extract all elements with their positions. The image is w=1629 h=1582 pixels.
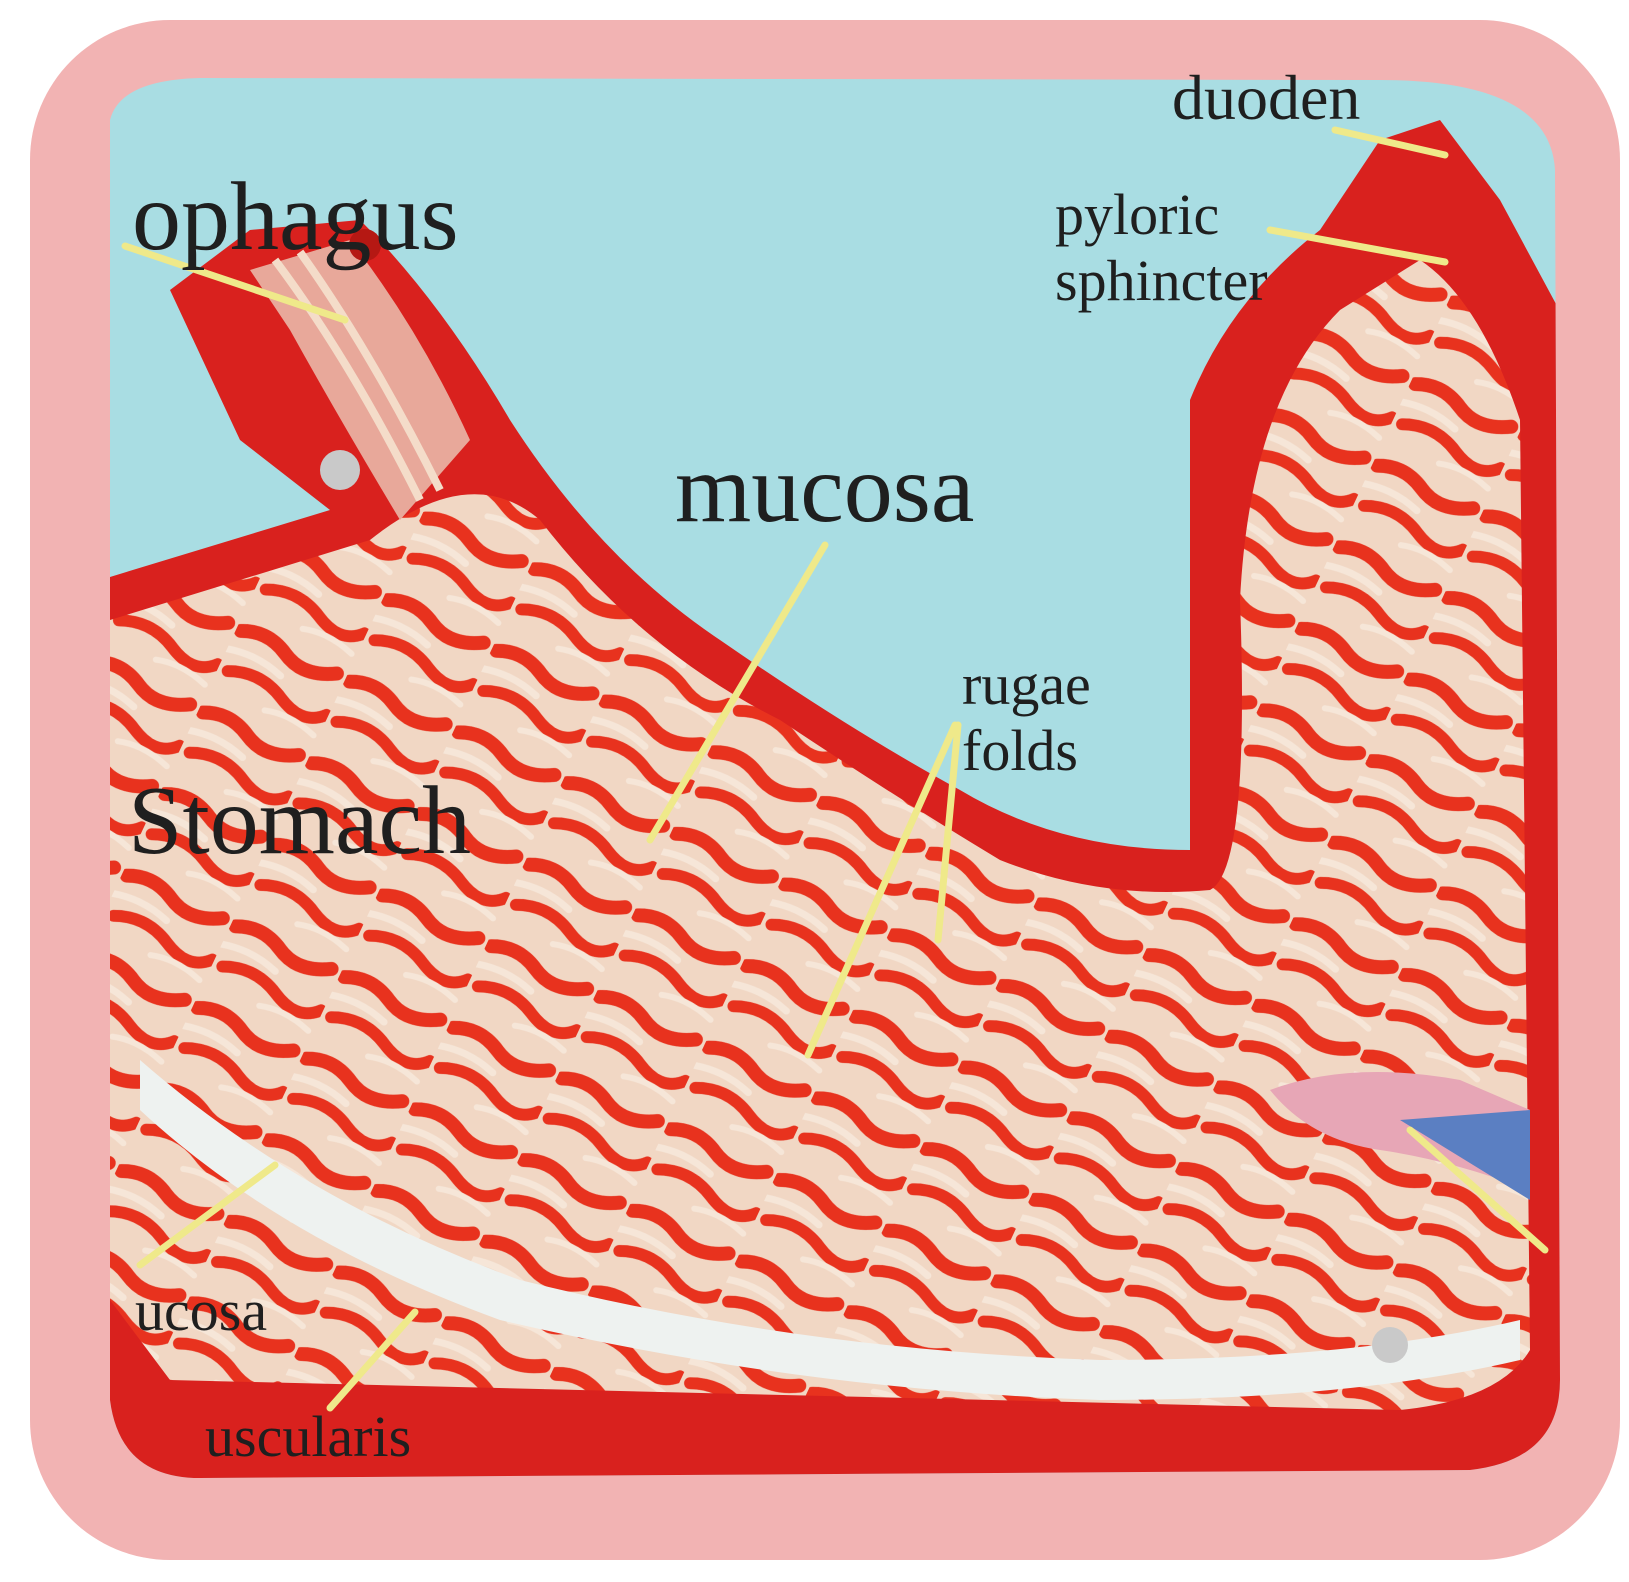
label-sphincter: sphincter <box>1055 248 1345 314</box>
label-muscularis: uscularis <box>205 1408 411 1466</box>
label-esophagus: ophagus <box>132 168 459 266</box>
label-duodenum: duoden <box>1172 66 1360 130</box>
label-rugae-folds: rugae folds <box>962 652 1162 784</box>
label-stomach: Stomach <box>128 772 471 870</box>
label-mucosa: mucosa <box>675 440 974 538</box>
label-pyloric-sphincter: pyloric sphincter <box>1055 182 1345 314</box>
label-rugae: rugae <box>962 652 1162 718</box>
model-pin <box>320 450 360 490</box>
label-pyloric: pyloric <box>1055 182 1345 248</box>
model-pin <box>1372 1327 1408 1363</box>
label-submucosa: ucosa <box>135 1282 267 1340</box>
label-folds: folds <box>962 718 1162 784</box>
